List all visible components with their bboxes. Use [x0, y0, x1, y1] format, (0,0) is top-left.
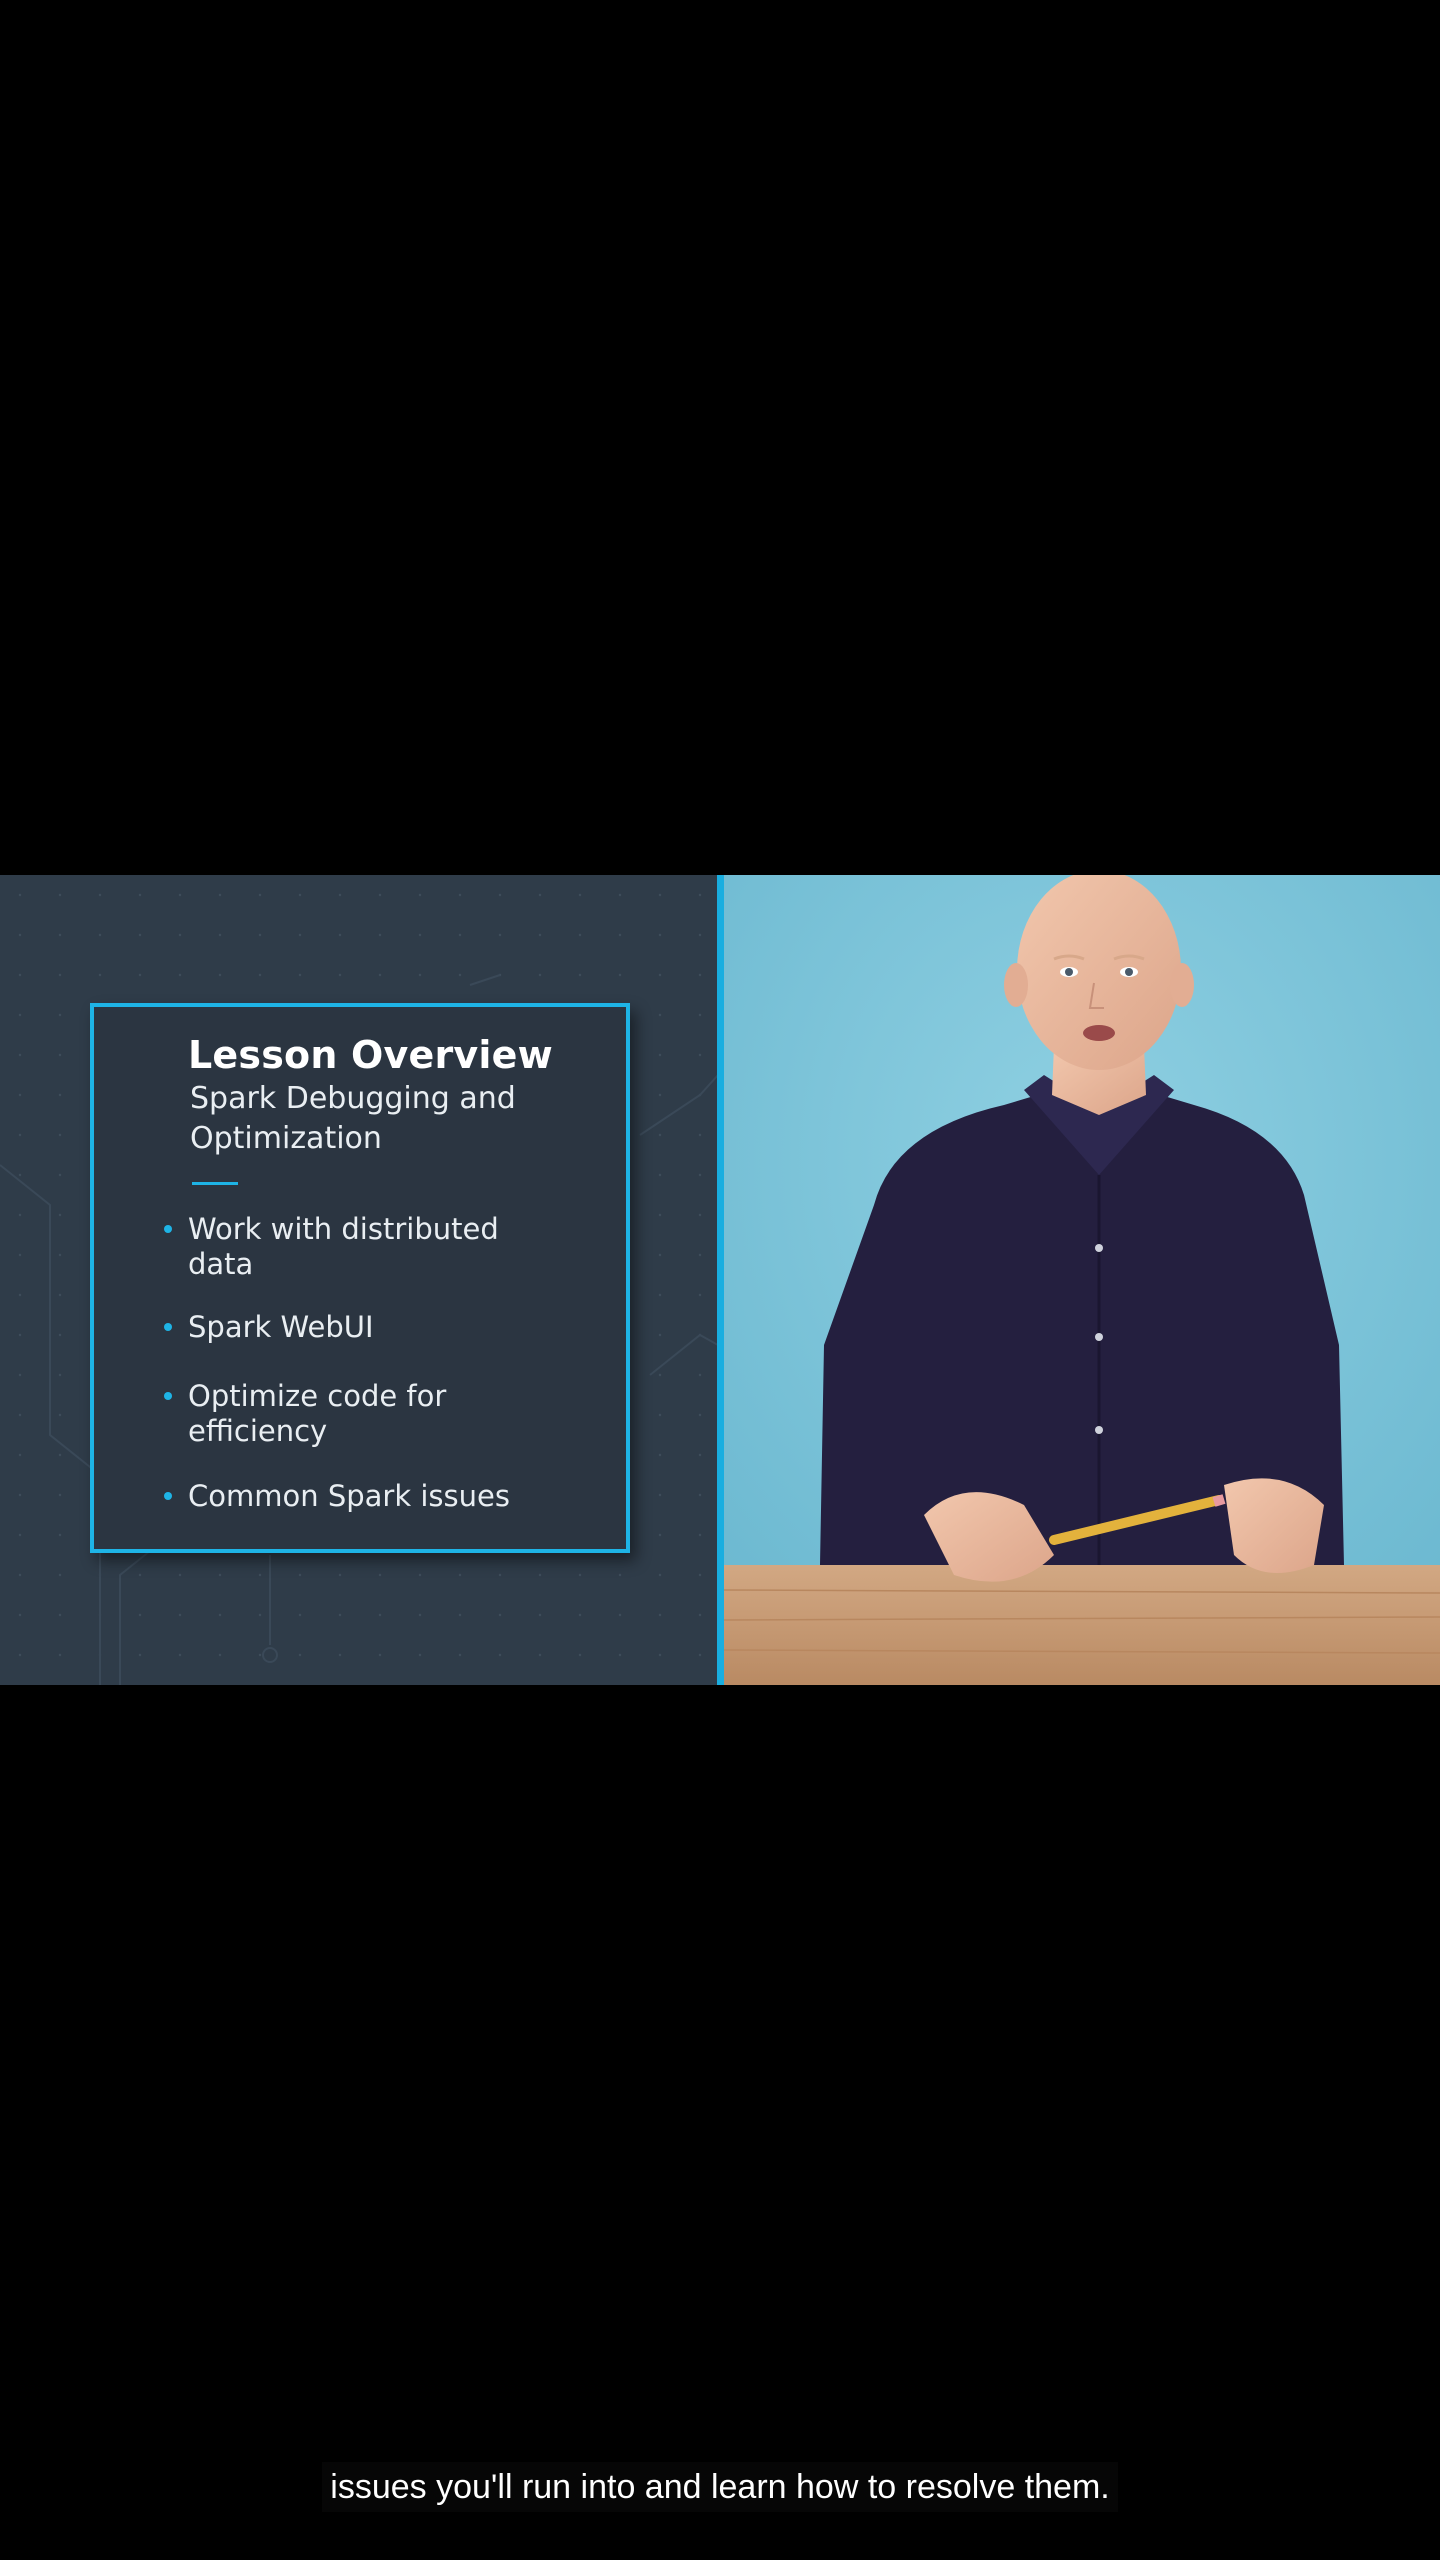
- video-frame[interactable]: Lesson Overview Spark Debugging and Opti…: [0, 875, 1440, 1685]
- lesson-slide: Lesson Overview Spark Debugging and Opti…: [0, 875, 718, 1685]
- bullet-item: Spark WebUI: [164, 1310, 584, 1345]
- title-underline: [192, 1182, 238, 1185]
- slide-subtitle: Spark Debugging and Optimization: [190, 1081, 516, 1156]
- bullet-item: Optimize code for efficiency: [164, 1379, 584, 1449]
- bullet-dot-icon: [164, 1492, 172, 1500]
- presenter-video: [724, 875, 1440, 1685]
- bullet-text: Work with distributed data: [188, 1212, 499, 1281]
- slide-title: Lesson Overview: [188, 1033, 553, 1077]
- overview-bullet-list: Work with distributed data Spark WebUI O…: [164, 1212, 584, 1514]
- presenter-image: [724, 875, 1440, 1685]
- panel-divider: [717, 875, 724, 1685]
- bullet-item: Work with distributed data: [164, 1212, 584, 1282]
- bullet-item: Common Spark issues: [164, 1479, 584, 1514]
- bullet-text: Optimize code for efficiency: [188, 1379, 447, 1448]
- bullet-dot-icon: [164, 1225, 172, 1233]
- bullet-dot-icon: [164, 1392, 172, 1400]
- caption-overlay: issues you'll run into and learn how to …: [0, 2462, 1440, 2516]
- bullet-text: Spark WebUI: [188, 1310, 374, 1344]
- caption-text: issues you'll run into and learn how to …: [322, 2462, 1118, 2512]
- lesson-overview-card: Lesson Overview Spark Debugging and Opti…: [90, 1003, 630, 1553]
- bullet-text: Common Spark issues: [188, 1479, 510, 1513]
- bullet-dot-icon: [164, 1323, 172, 1331]
